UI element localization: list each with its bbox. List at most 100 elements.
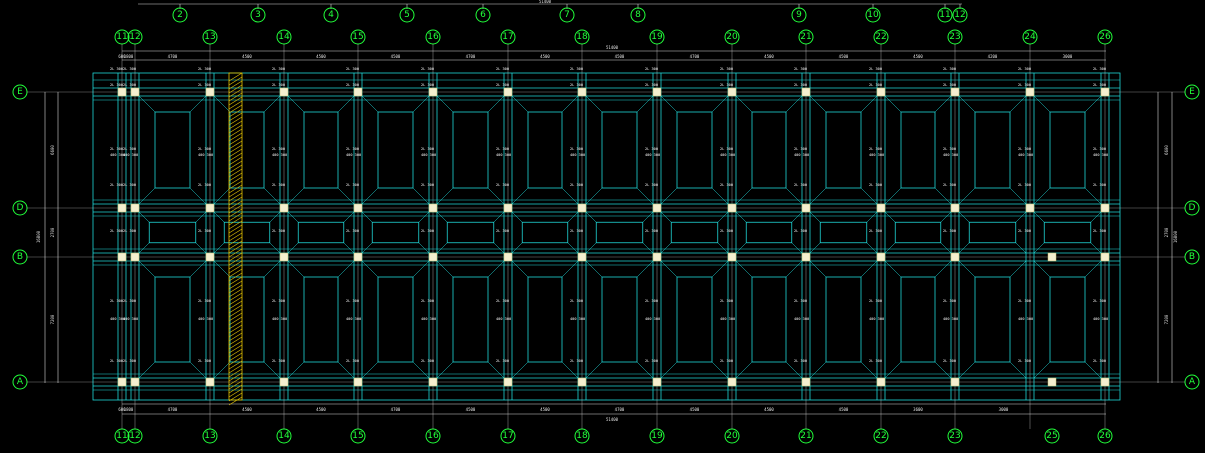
beam-label: 2L 300 — [123, 147, 136, 151]
beam-sub-label: 400 300 — [123, 317, 138, 321]
beam-label: 2L 300 — [794, 147, 807, 151]
column — [950, 377, 960, 387]
axis-bubble-label: 21 — [800, 32, 811, 42]
beam-label: 2L 300 — [645, 147, 658, 151]
axis-bubble: 21 — [798, 29, 814, 45]
axis-bubble: 11 — [937, 7, 953, 23]
column — [1100, 252, 1110, 262]
slab-panel — [884, 260, 952, 379]
axis-bubble-label: 11 — [939, 10, 950, 20]
axis-bubble-circle — [250, 7, 266, 23]
column — [117, 87, 127, 97]
slab-panel — [361, 95, 430, 205]
axis-bubble-label: 6 — [480, 10, 486, 20]
column — [279, 87, 289, 97]
column — [353, 252, 363, 262]
axis-bubble: 18 — [574, 29, 590, 45]
axis-bubble: 21 — [798, 428, 814, 444]
axis-bubble-circle — [172, 7, 188, 23]
axis-bubble: 14 — [276, 29, 292, 45]
span-dimension: 1800 — [124, 407, 134, 412]
beam-label: 2L 300 — [346, 299, 359, 303]
slab-panel — [287, 211, 355, 254]
column — [428, 87, 438, 97]
slab-panel — [585, 95, 654, 205]
beam-label: 2L 300 — [123, 229, 136, 233]
axis-bubble-label: 17 — [502, 431, 513, 441]
beam-sub-label: 400 300 — [869, 153, 884, 157]
axis-bubble-circle — [323, 7, 339, 23]
span-dimension: 4500 — [690, 407, 700, 412]
beam-label: 2L 300 — [198, 359, 211, 363]
column — [503, 252, 513, 262]
column — [652, 203, 662, 213]
span-dimension: 4500 — [466, 407, 476, 412]
beam-label: 2L 300 — [496, 183, 509, 187]
span-dimension: 4200 — [988, 54, 998, 59]
slab-panel — [436, 211, 505, 254]
beam-sub-label: 400 300 — [496, 317, 511, 321]
column — [801, 377, 811, 387]
span-dimension: 4700 — [615, 407, 625, 412]
beam-sub-label: 400 300 — [720, 153, 735, 157]
span-dimension: 4500 — [913, 54, 923, 59]
beam-label: 2L 300 — [869, 359, 882, 363]
beam-label: 2L 300 — [496, 67, 509, 71]
column — [1025, 203, 1035, 213]
column — [727, 203, 737, 213]
column — [1100, 87, 1110, 97]
column — [727, 252, 737, 262]
column — [353, 377, 363, 387]
beam-sub-label: 400 300 — [645, 317, 660, 321]
column — [428, 203, 438, 213]
column — [1100, 203, 1110, 213]
slab-panel — [213, 95, 281, 205]
axis-bubble-circle — [559, 7, 575, 23]
beam-label: 2L 300 — [869, 299, 882, 303]
beam-label: 2L 300 — [943, 147, 956, 151]
beam-label: 2L 300 — [1093, 147, 1106, 151]
beam-label: 2L 300 — [645, 183, 658, 187]
column — [117, 203, 127, 213]
column — [503, 87, 513, 97]
beam-label: 2L 300 — [421, 229, 434, 233]
axis-bubble-label: 5 — [404, 10, 410, 20]
beam-label: 2L 300 — [570, 83, 583, 87]
beam-label: 2L 300 — [1018, 83, 1031, 87]
axis-bubble: 9 — [791, 7, 807, 23]
beam-label: 2L 300 — [943, 183, 956, 187]
beam-label: 2L 300 — [272, 359, 285, 363]
axis-bubble: 23 — [947, 29, 963, 45]
beam-label: 2L 300 — [110, 299, 123, 303]
beam-label: 2L 300 — [1093, 67, 1106, 71]
beam-label: 2L 300 — [272, 229, 285, 233]
column — [652, 252, 662, 262]
beam-label: 2L 300 — [869, 183, 882, 187]
beam-label: 2L 300 — [570, 147, 583, 151]
beam-label: 2L 300 — [421, 147, 434, 151]
beam-label: 2L 300 — [720, 229, 733, 233]
axis-bubble-label: 19 — [651, 32, 663, 42]
span-dimension: 6600 — [1164, 145, 1169, 155]
beam-sub-label: 400 300 — [570, 153, 585, 157]
beam-label: 2L 300 — [943, 67, 956, 71]
column — [577, 203, 587, 213]
column — [117, 252, 127, 262]
beam-sub-label: 400 300 — [198, 317, 213, 321]
slab-panel — [735, 260, 803, 379]
axis-bubble: 11 — [114, 428, 130, 444]
axis-bubble-label: 13 — [204, 431, 215, 441]
beam-label: 2L 300 — [943, 229, 956, 233]
span-dimension: 4500 — [540, 407, 550, 412]
axis-bubble-label: 25 — [1046, 431, 1057, 441]
axis-bubble-label: 15 — [352, 431, 363, 441]
beam-label: 2L 300 — [496, 83, 509, 87]
axis-bubble: 22 — [873, 29, 889, 45]
beam-label: 2L 300 — [198, 83, 211, 87]
axis-bubble: 7 — [559, 7, 575, 23]
beam-label: 2L 300 — [421, 359, 434, 363]
